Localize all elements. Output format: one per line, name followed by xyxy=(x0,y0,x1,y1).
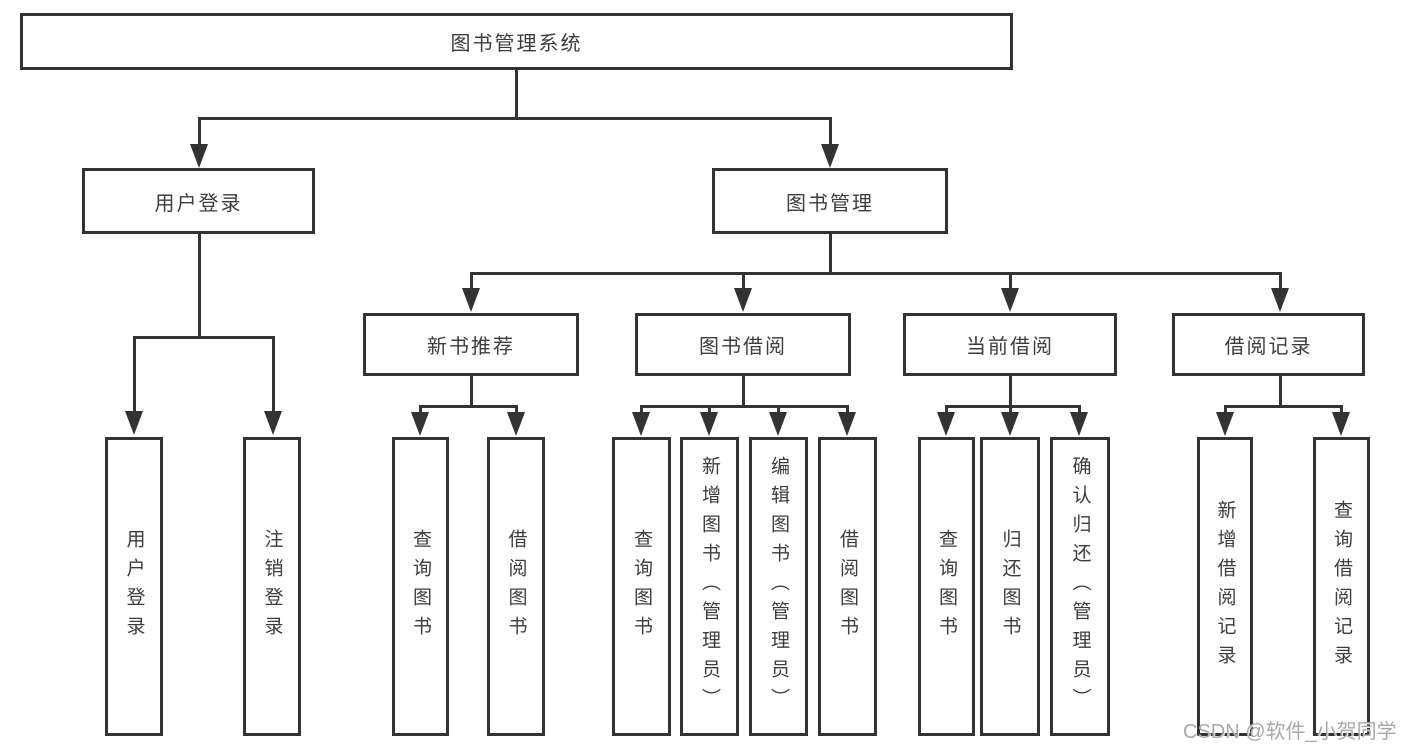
leaf-label: 查询图书 xyxy=(631,528,652,645)
connector-line xyxy=(470,272,1282,275)
leaf-label: 新增图书（管理员） xyxy=(699,456,720,717)
leaf-label: 编辑图书（管理员） xyxy=(768,456,789,717)
connector-line xyxy=(1009,376,1012,407)
node-book-management: 图书管理 xyxy=(712,168,948,234)
connector-line xyxy=(777,405,780,417)
connector-line xyxy=(1279,376,1282,407)
node-borrow-records: 借阅记录 xyxy=(1172,313,1365,376)
connector-line xyxy=(133,336,136,414)
arrow-down-icon xyxy=(190,144,208,168)
node-leaf-confirm-return-admin: 确认归还（管理员） xyxy=(1050,437,1110,736)
connector-line xyxy=(198,234,201,338)
arrow-down-icon xyxy=(264,411,282,435)
arrow-down-icon xyxy=(1216,412,1234,436)
connector-line xyxy=(640,405,849,408)
node-current-borrow: 当前借阅 xyxy=(903,313,1117,376)
connector-line xyxy=(1078,405,1081,417)
arrow-down-icon xyxy=(700,412,718,436)
connector-line xyxy=(846,405,849,417)
arrow-down-icon xyxy=(1001,412,1019,436)
arrow-down-icon xyxy=(821,144,839,168)
arrow-down-icon xyxy=(734,288,752,312)
node-system-root: 图书管理系统 xyxy=(20,13,1013,70)
connector-line xyxy=(742,272,745,292)
leaf-label: 借阅图书 xyxy=(505,528,527,645)
leaf-label: 借阅图书 xyxy=(837,528,858,645)
arrow-down-icon xyxy=(1332,412,1350,436)
node-leaf-add-book-admin: 新增图书（管理员） xyxy=(680,437,739,736)
connector-line xyxy=(1009,272,1012,292)
arrow-down-icon xyxy=(769,412,787,436)
node-leaf-user-login: 用户登录 xyxy=(105,437,163,736)
arrow-down-icon xyxy=(838,412,856,436)
leaf-label: 查询图书 xyxy=(410,528,431,645)
connector-line xyxy=(1009,405,1012,417)
node-leaf-add-borrow-record: 新增借阅记录 xyxy=(1197,437,1253,736)
connector-line xyxy=(470,376,473,407)
node-leaf-edit-book-admin: 编辑图书（管理员） xyxy=(749,437,808,736)
connector-line xyxy=(419,405,518,408)
connector-line xyxy=(419,405,422,417)
connector-line xyxy=(198,117,201,147)
leaf-label: 用户登录 xyxy=(123,528,145,645)
node-leaf-logout: 注销登录 xyxy=(243,437,301,736)
connector-line xyxy=(640,405,643,417)
connector-line xyxy=(829,117,832,147)
connector-line xyxy=(945,405,948,417)
arrow-down-icon xyxy=(411,412,429,436)
arrow-down-icon xyxy=(507,412,525,436)
connector-line xyxy=(1224,405,1227,417)
connector-line xyxy=(708,405,711,417)
node-leaf-borrow-books-1: 借阅图书 xyxy=(487,437,545,736)
node-leaf-query-books-3: 查询图书 xyxy=(918,437,975,736)
arrow-down-icon xyxy=(1271,288,1289,312)
connector-line xyxy=(272,336,275,414)
connector-line xyxy=(1340,405,1343,417)
connector-line xyxy=(133,336,275,339)
connector-line xyxy=(829,234,832,274)
csdn-watermark: CSDN @软件_小贺同学 xyxy=(1183,721,1397,743)
arrow-down-icon xyxy=(632,412,650,436)
node-leaf-borrow-books-2: 借阅图书 xyxy=(818,437,877,736)
connector-line xyxy=(742,376,745,407)
node-new-book-recommend: 新书推荐 xyxy=(363,313,579,376)
connector-line xyxy=(1224,405,1343,408)
node-leaf-return-book: 归还图书 xyxy=(980,437,1040,736)
leaf-label: 新增借阅记录 xyxy=(1214,499,1236,674)
node-leaf-query-books-2: 查询图书 xyxy=(612,437,671,736)
arrow-down-icon xyxy=(937,412,955,436)
node-user-login: 用户登录 xyxy=(82,168,315,234)
connector-line xyxy=(945,405,1081,408)
arrow-down-icon xyxy=(1001,288,1019,312)
arrow-down-icon xyxy=(462,288,480,312)
connector-line xyxy=(515,405,518,417)
node-leaf-query-borrow-record: 查询借阅记录 xyxy=(1313,437,1370,736)
node-leaf-query-books-1: 查询图书 xyxy=(392,437,449,736)
connector-line xyxy=(470,272,473,292)
connector-line xyxy=(1279,272,1282,292)
connector-line xyxy=(515,69,518,119)
leaf-label: 查询借阅记录 xyxy=(1331,499,1352,674)
arrow-down-icon xyxy=(125,411,143,435)
leaf-label: 注销登录 xyxy=(261,528,283,645)
arrow-down-icon xyxy=(1070,412,1088,436)
node-book-borrow: 图书借阅 xyxy=(635,313,851,376)
leaf-label: 归还图书 xyxy=(999,528,1021,645)
leaf-label: 查询图书 xyxy=(936,528,957,645)
connector-line xyxy=(198,117,832,120)
leaf-label: 确认归还（管理员） xyxy=(1069,456,1091,717)
